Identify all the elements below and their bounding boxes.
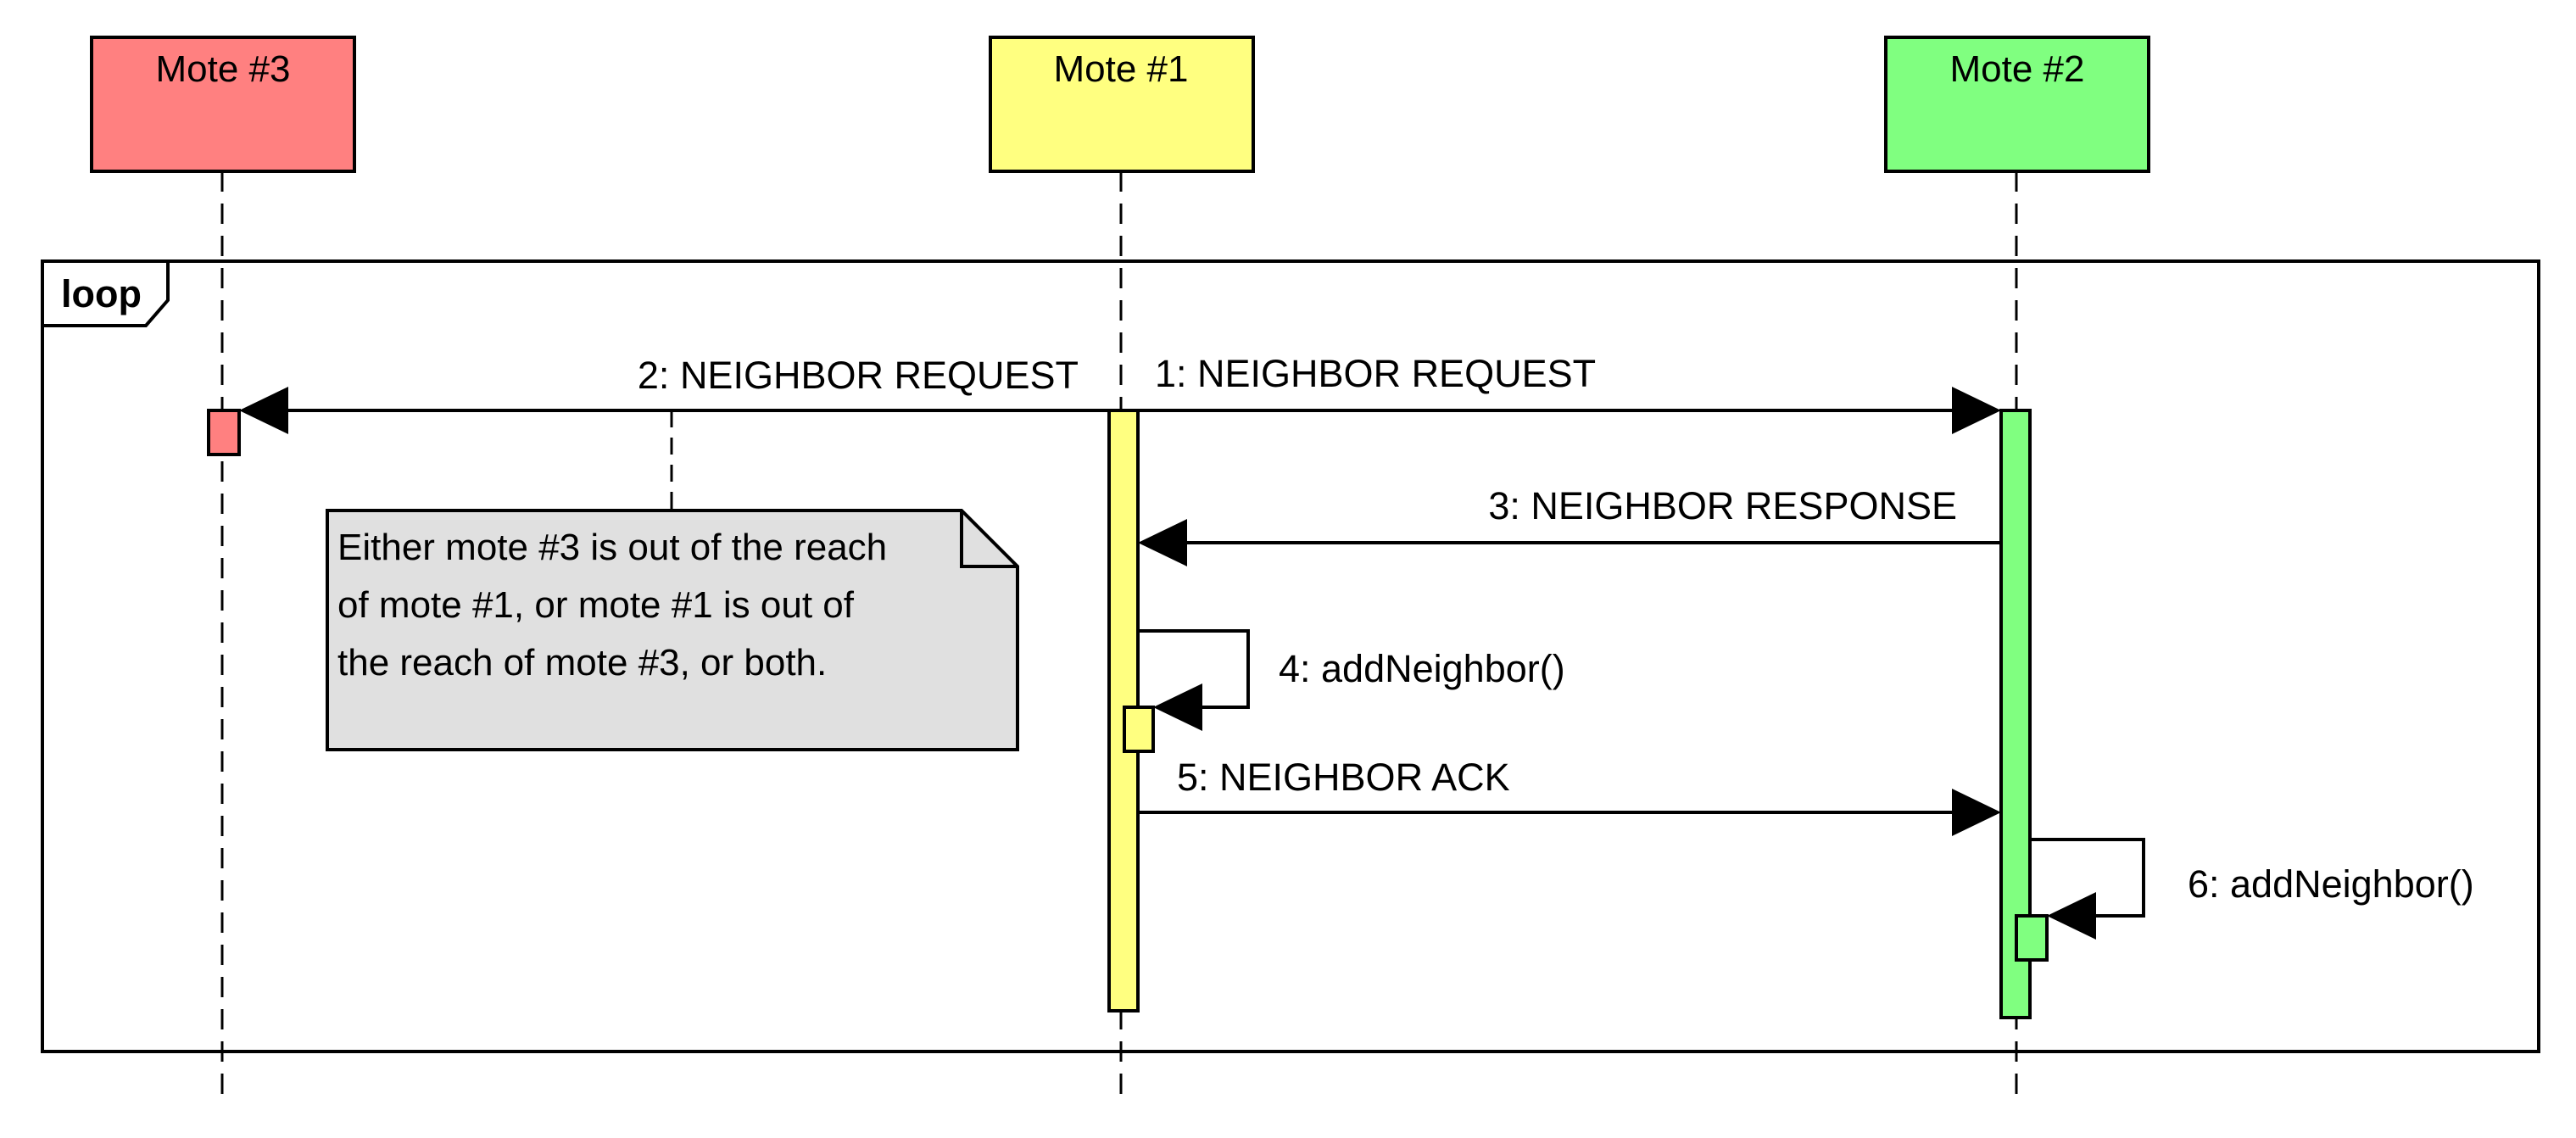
message-1: 1: NEIGHBOR REQUEST <box>1138 352 2001 434</box>
message-6: 6: addNeighbor() <box>2030 838 2474 940</box>
note-line-2: of mote #1, or mote #1 is out of <box>337 584 855 626</box>
message-2-arrowhead <box>239 387 288 434</box>
participant-box-mote2 <box>1884 36 2150 173</box>
loop-fragment: loop <box>41 259 2540 1053</box>
message-5: 5: NEIGHBOR ACK <box>1138 756 2001 836</box>
message-6-label: 6: addNeighbor() <box>2188 862 2474 906</box>
message-1-label: 1: NEIGHBOR REQUEST <box>1155 352 1596 395</box>
participant-box-mote1 <box>989 36 1255 173</box>
participant-label-mote3: Mote #3 <box>156 48 291 90</box>
participant-mote3: Mote #3 <box>90 36 356 173</box>
loop-frame <box>41 259 2540 1053</box>
message-5-label: 5: NEIGHBOR ACK <box>1177 756 1510 799</box>
message-4-label: 4: addNeighbor() <box>1279 647 1565 690</box>
note: Either mote #3 is out of the reach of mo… <box>326 410 1019 751</box>
participant-label-mote2: Mote #2 <box>1950 48 2085 90</box>
message-5-arrowhead <box>1952 789 2001 836</box>
message-1-arrowhead <box>1952 387 2001 434</box>
message-6-line <box>2030 838 2145 918</box>
participant-label-mote1: Mote #1 <box>1054 48 1189 90</box>
loop-operator-label: loop <box>61 272 142 315</box>
note-body <box>326 509 1019 751</box>
participant-mote2: Mote #2 <box>1884 36 2150 173</box>
activation-mote1-nested <box>1123 706 1155 753</box>
note-folded-corner <box>960 510 1018 568</box>
message-3-arrowhead <box>1138 519 1187 566</box>
message-3-label: 3: NEIGHBOR RESPONSE <box>1488 484 1957 527</box>
activation-mote3 <box>207 409 241 456</box>
participant-mote1: Mote #1 <box>989 36 1255 173</box>
message-3: 3: NEIGHBOR RESPONSE <box>1138 484 2001 566</box>
message-6-arrowhead <box>2047 892 2096 940</box>
participant-box-mote3 <box>90 36 356 173</box>
note-line-1: Either mote #3 is out of the reach <box>337 527 887 568</box>
loop-operator-tab <box>41 259 170 327</box>
message-4-arrowhead <box>1153 683 1202 731</box>
message-2: 2: NEIGHBOR REQUEST <box>239 354 1109 434</box>
message-4: 4: addNeighbor() <box>1138 629 1565 731</box>
note-line-3: the reach of mote #3, or both. <box>337 642 827 683</box>
message-2-label: 2: NEIGHBOR REQUEST <box>638 354 1079 397</box>
activation-mote2-nested <box>2015 914 2049 962</box>
message-4-line <box>1138 629 1250 709</box>
